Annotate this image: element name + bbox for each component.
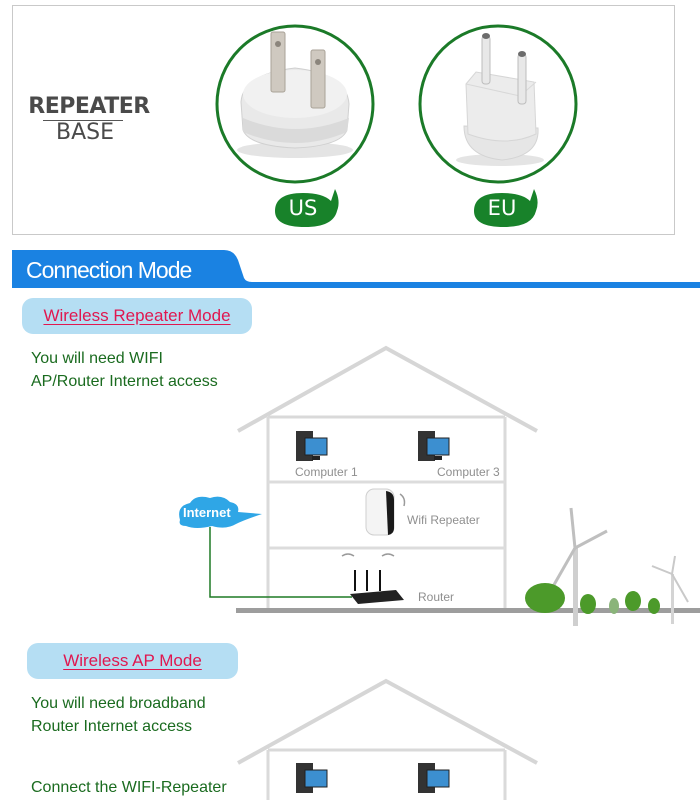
eu-badge: EU	[470, 187, 540, 229]
wireless-ap-mode-label[interactable]: Wireless AP Mode	[63, 651, 202, 670]
wind-turbine-icon	[549, 507, 608, 626]
us-badge: US	[271, 187, 341, 229]
section-title: Connection Mode	[26, 257, 192, 283]
us-badge-label: US	[288, 196, 318, 220]
house-icon	[237, 678, 538, 800]
computer-3-label: Computer 3	[437, 465, 500, 479]
title-divider	[43, 120, 123, 121]
house-icon	[236, 345, 700, 613]
title-line-2: BASE	[55, 120, 114, 145]
eu-badge-label: EU	[487, 196, 517, 220]
internet-label: Internet	[183, 505, 231, 520]
wireless-ap-mode-tab[interactable]: Wireless AP Mode	[27, 643, 238, 679]
wifi-signal-icon	[341, 553, 355, 557]
title-line-1: REPEATER	[28, 94, 150, 119]
router-label: Router	[418, 590, 455, 604]
repeater-base-title: REPEATER BASE	[24, 95, 154, 145]
description-line: You will need WIFI	[31, 350, 163, 367]
router-icon	[350, 570, 404, 604]
us-plug-icon	[213, 22, 377, 186]
repeater-device-icon	[365, 488, 395, 536]
repeater-mode-description: You will need WIFI AP/Router Internet ac…	[31, 347, 218, 393]
wifi-signal-icon	[399, 493, 406, 507]
computer-icon	[418, 431, 450, 461]
connection-mode-header: Connection Mode	[12, 250, 700, 290]
description-line: You will need broadband	[31, 695, 206, 712]
wireless-repeater-mode-label[interactable]: Wireless Repeater Mode	[43, 306, 231, 325]
description-line: AP/Router Internet access	[31, 373, 218, 390]
wireless-repeater-mode-tab[interactable]: Wireless Repeater Mode	[22, 298, 252, 334]
ap-mode-description: You will need broadband Router Internet …	[31, 692, 206, 738]
network-cable	[209, 527, 352, 598]
ap-mode-instruction: Connect the WIFI-Repeater	[31, 779, 227, 796]
computer-1-label: Computer 1	[295, 465, 358, 479]
wind-turbine-icon	[651, 555, 689, 624]
eu-plug-icon	[416, 22, 580, 186]
wifi-repeater-label: Wifi Repeater	[407, 513, 480, 527]
computer-icon	[296, 431, 328, 461]
wifi-signal-icon	[381, 553, 395, 557]
computer-icon	[418, 763, 450, 793]
tree-icon	[525, 583, 660, 614]
description-line: Router Internet access	[31, 718, 192, 735]
computer-icon	[296, 763, 328, 793]
